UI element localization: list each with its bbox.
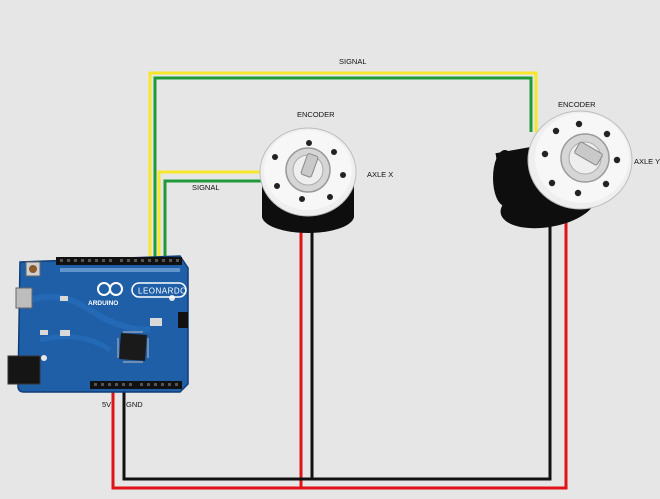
pin-5v-label: 5V xyxy=(102,400,112,409)
signal-label-top: SIGNAL xyxy=(339,57,367,66)
arduino-logo xyxy=(86,282,130,306)
board-brand-text: ARDUINO xyxy=(88,300,118,307)
axle-x-label: AXLE X xyxy=(367,170,394,179)
power-wire xyxy=(111,222,568,490)
signal-wire-x xyxy=(157,170,268,258)
arduino-board: ARDUINO LEONARDO xyxy=(7,255,189,393)
ground-wire xyxy=(122,222,552,481)
encoder-x-label: ENCODER xyxy=(297,110,335,119)
signal-label-x: SIGNAL xyxy=(192,183,220,192)
encoder-x xyxy=(259,127,357,233)
pin-gnd-label: GND xyxy=(126,400,143,409)
axle-y-label: AXLE Y xyxy=(634,157,660,166)
board-model-text: LEONARDO xyxy=(138,287,187,296)
encoder-y xyxy=(493,110,633,229)
signal-wire-top xyxy=(148,71,538,258)
encoder-y-label: ENCODER xyxy=(558,100,596,109)
